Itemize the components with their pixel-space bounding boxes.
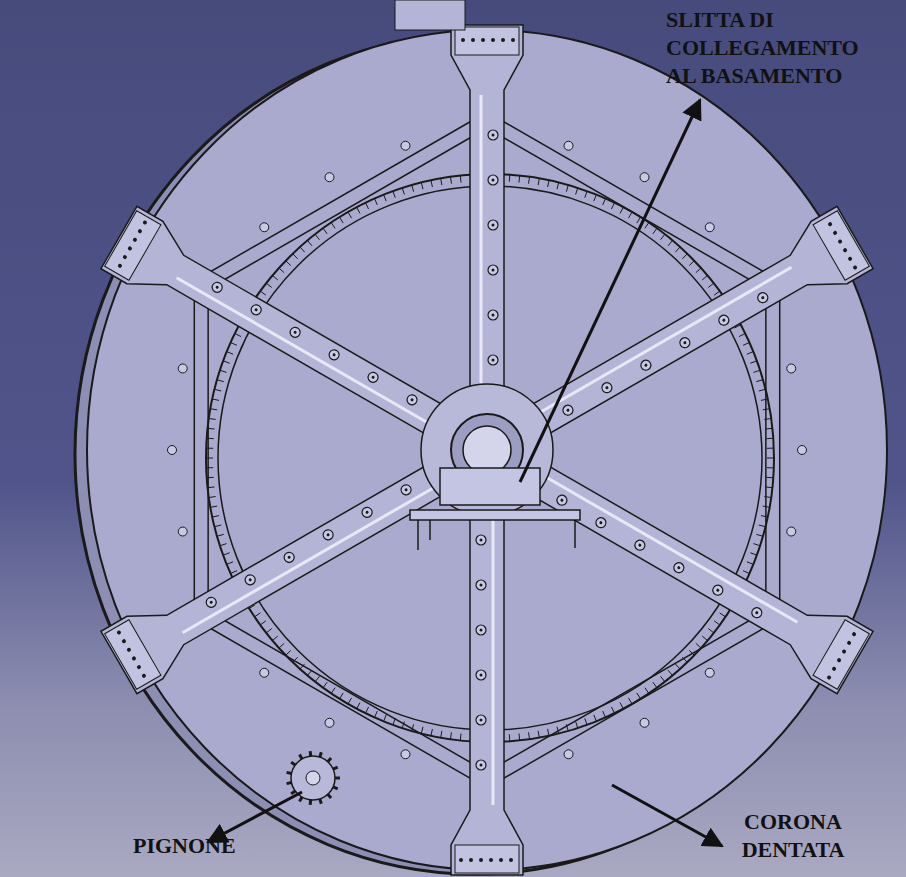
bolt: [178, 364, 187, 373]
spoke: [517, 206, 873, 453]
bolt: [325, 718, 334, 727]
spoke: [451, 25, 523, 395]
leader-arrow: [612, 785, 722, 846]
bolt: [564, 141, 573, 150]
bolt: [178, 527, 187, 536]
spoke: [451, 505, 523, 875]
part-label: SLITTA DI COLLEGAMENTO AL BASAMENTO: [666, 6, 881, 90]
bolt: [260, 223, 269, 232]
part-label: CORONA DENTATA: [728, 808, 858, 864]
part-label: PIGNONE: [133, 832, 273, 860]
spoke: [517, 446, 873, 693]
bolt: [168, 446, 177, 455]
slide-pins: [418, 520, 575, 550]
bolt: [260, 668, 269, 677]
bolt: [401, 750, 410, 759]
spoke: [101, 206, 457, 453]
bolt: [640, 173, 649, 182]
bolt: [798, 446, 807, 455]
bolt: [787, 527, 796, 536]
leader-arrow: [520, 100, 700, 482]
bolt: [564, 750, 573, 759]
bolt: [401, 141, 410, 150]
bolt: [705, 668, 714, 677]
pinion-hub: [306, 771, 320, 785]
bolt: [705, 223, 714, 232]
top-plate: [395, 0, 465, 30]
bolt: [325, 173, 334, 182]
bolt: [787, 364, 796, 373]
bolt: [640, 718, 649, 727]
spoke: [101, 446, 457, 693]
hub-shaft: [463, 426, 511, 474]
slide: [410, 468, 580, 520]
